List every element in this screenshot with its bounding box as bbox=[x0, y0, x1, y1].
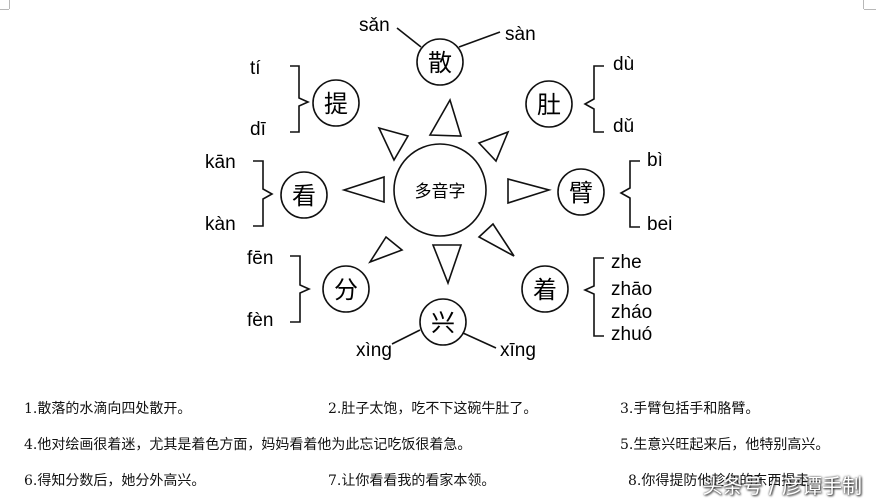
sentence-7: 7.让你看看我的看家本领。 bbox=[328, 473, 496, 489]
pinyin-fen-2: fèn bbox=[247, 310, 273, 331]
pinyin-kan-1: kān bbox=[205, 152, 236, 173]
node-circle-kan bbox=[280, 171, 328, 219]
corner-mark-left bbox=[9, 0, 10, 9]
node-circle-xing bbox=[419, 298, 467, 346]
node-circle-san bbox=[416, 38, 464, 86]
ray-triangle-nw bbox=[377, 126, 410, 162]
ray-triangle-e bbox=[507, 177, 552, 205]
ray-triangle-ne bbox=[477, 130, 510, 163]
node-char-bi: 臂 bbox=[569, 179, 593, 207]
brace-bi bbox=[619, 160, 640, 228]
corner-mark-right bbox=[863, 0, 864, 9]
pinyin-bi-2: bei bbox=[647, 214, 672, 235]
node-circle-du bbox=[525, 80, 573, 128]
sentence-8: 8.你得提防他趁你的东西提走。 bbox=[628, 473, 824, 489]
node-circle-fen bbox=[322, 265, 370, 313]
pinyin-ti-2: dī bbox=[250, 119, 267, 140]
node-char-zhao: 着 bbox=[533, 276, 557, 304]
node-char-ti: 提 bbox=[324, 90, 348, 118]
ray-triangle-se bbox=[477, 222, 515, 257]
sentence-3: 3.手臂包括手和胳臂。 bbox=[620, 401, 760, 417]
brace-fen bbox=[290, 255, 311, 323]
corner-mark-left-h bbox=[0, 9, 9, 10]
sentence-2: 2.肚子太饱，吃不下这碗牛肚了。 bbox=[328, 401, 538, 417]
ray-triangle-s bbox=[431, 244, 463, 286]
node-char-xing: 兴 bbox=[431, 309, 455, 337]
sentence-6: 6.得知分数后，她分外高兴。 bbox=[24, 473, 206, 489]
brace-ti bbox=[290, 65, 310, 133]
pinyin-fen-1: fēn bbox=[247, 248, 273, 269]
pinyin-du-2: dǔ bbox=[613, 116, 634, 137]
sentence-5: 5.生意兴旺起来后，他特别高兴。 bbox=[620, 437, 830, 453]
brace-du bbox=[583, 65, 604, 133]
sentence-4: 4.他对绘画很着迷，尤其是着色方面，妈妈看着他为此忘记吃饭很着急。 bbox=[24, 437, 472, 453]
pinyin-zhao-3: zháo bbox=[611, 302, 652, 323]
brace-kan bbox=[253, 160, 274, 227]
center-label: 多音字 bbox=[415, 182, 466, 202]
ray-triangle-sw bbox=[368, 235, 404, 264]
node-char-du: 肚 bbox=[537, 91, 561, 119]
node-char-fen: 分 bbox=[334, 276, 358, 304]
brace-zhao bbox=[583, 257, 604, 337]
leader-san-left bbox=[396, 27, 422, 48]
leader-xing-right bbox=[462, 332, 497, 349]
pinyin-kan-2: kàn bbox=[205, 214, 236, 235]
pinyin-zhao-4: zhuó bbox=[611, 324, 652, 345]
pinyin-bi-1: bì bbox=[647, 150, 663, 171]
node-char-kan: 看 bbox=[292, 182, 316, 210]
pinyin-xing-2: xīng bbox=[500, 340, 536, 361]
node-circle-bi bbox=[557, 168, 605, 216]
pinyin-xing-1: xìng bbox=[356, 340, 392, 361]
pinyin-san-2: sàn bbox=[505, 24, 536, 45]
pinyin-zhao-1: zhe bbox=[611, 252, 642, 273]
pinyin-du-1: dù bbox=[613, 54, 634, 75]
node-circle-zhao bbox=[521, 265, 569, 313]
ray-triangle-w bbox=[341, 175, 385, 204]
corner-mark-right-h bbox=[864, 9, 876, 10]
node-char-san: 散 bbox=[428, 49, 452, 77]
ray-triangle-n bbox=[428, 97, 463, 137]
leader-san-right bbox=[458, 31, 501, 48]
center-circle bbox=[393, 143, 487, 237]
pinyin-zhao-2: zhāo bbox=[611, 279, 652, 300]
polyphonic-diagram: 多音字 散 肚 臂 着 兴 分 看 提 sǎn sàn dù dǔ bì bei… bbox=[205, 15, 672, 361]
sentence-1: 1.散落的水滴向四处散开。 bbox=[24, 401, 192, 417]
pinyin-san-1: sǎn bbox=[359, 15, 390, 36]
pinyin-ti-1: tí bbox=[250, 58, 261, 79]
node-circle-ti bbox=[312, 79, 360, 127]
leader-xing-left bbox=[391, 329, 421, 345]
watermark: 头条号 / 彦谭手制 bbox=[702, 474, 862, 498]
